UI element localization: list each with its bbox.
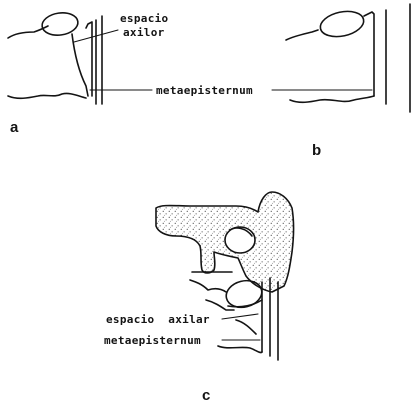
panel-c: espacio axilar metaepisternum c xyxy=(104,192,294,404)
panel-c-letter: c xyxy=(202,387,210,404)
panel-b-letter: b xyxy=(312,142,321,159)
panel-a-letter: a xyxy=(10,119,19,136)
panel-c-label-espacio-axilar: espacio axilar xyxy=(106,313,210,326)
panel-b-drawing xyxy=(272,4,410,112)
panel-a-label-espacio: espacio xyxy=(120,12,169,25)
panel-a: espacio axilor metaepisternum a xyxy=(8,11,253,136)
panel-a-label-axilor: axilor xyxy=(123,26,165,39)
panel-c-label-metaepisternum: metaepisternum xyxy=(104,334,201,347)
panel-b: b xyxy=(272,4,410,159)
panel-a-label-metaepisternum: metaepisternum xyxy=(156,84,253,97)
